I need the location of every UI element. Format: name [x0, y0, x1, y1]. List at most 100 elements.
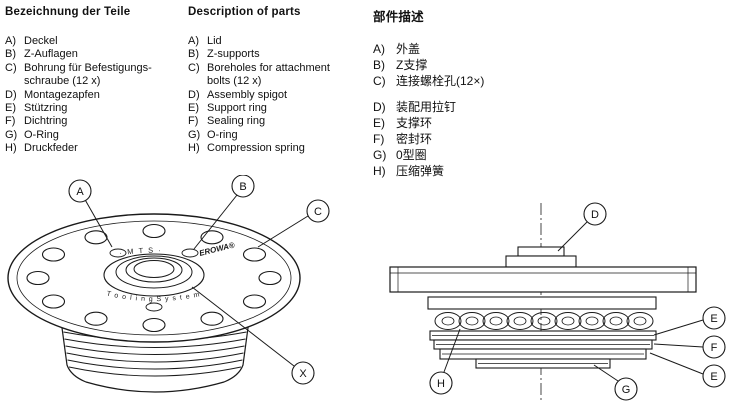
z-supports	[109, 248, 199, 312]
callout-circle-d	[583, 202, 607, 226]
plate-body	[389, 266, 697, 293]
borehole	[41, 294, 66, 309]
part-label: Deckel	[24, 35, 58, 47]
skirt-groove	[66, 352, 244, 363]
intermediate-plate	[427, 296, 657, 310]
part-item: E)Stützring	[5, 102, 183, 115]
spigot-top	[517, 246, 565, 257]
part-label: 连接螺栓孔(12×)	[396, 74, 485, 88]
part-label: Dichtring	[24, 115, 68, 128]
part-item: D)Assembly spigot	[188, 89, 368, 102]
borehole	[41, 247, 66, 262]
leader-x	[191, 286, 295, 367]
part-key: H)	[188, 142, 200, 155]
part-key: B)	[373, 58, 385, 72]
part-label: 密封环	[396, 132, 433, 146]
part-item: C)Bohrung für Befestigungs- schraube (12…	[5, 62, 183, 89]
part-key: A)	[188, 35, 199, 47]
skirt-groove	[65, 345, 245, 355]
part-item: G)O-ring	[188, 129, 368, 142]
spring-coil	[554, 312, 582, 330]
ring-stack	[429, 330, 657, 369]
compression-springs	[434, 312, 654, 330]
part-item: D)Montagezapfen	[5, 89, 183, 102]
part-key: D)	[373, 100, 386, 114]
leader-e-lower	[649, 352, 704, 375]
part-label: Montagezapfen	[24, 88, 100, 101]
spring-coil-inner	[561, 316, 575, 326]
callout-circle-c	[306, 199, 330, 223]
part-item: H)Druckfeder	[5, 142, 183, 155]
parts-column-english: Description of parts A)Lid B)Z-supports …	[188, 6, 368, 156]
part-key: C)	[373, 74, 386, 88]
engraving-top-arc: · M T S ·	[119, 246, 163, 258]
leader-f	[653, 343, 704, 348]
part-label: 装配用拉钉	[396, 100, 457, 114]
part-item: B)Z支撑	[373, 57, 558, 73]
column-heading-german: Bezeichnung der Teile	[5, 6, 131, 18]
callout-circle-b	[231, 175, 255, 198]
part-item: A) Deckel	[5, 35, 183, 48]
part-item: A) Lid	[188, 35, 368, 48]
borehole	[242, 247, 267, 262]
part-label: 外盖	[396, 42, 421, 56]
borehole	[200, 230, 224, 245]
part-key: F)	[188, 115, 199, 128]
spring-coil-inner	[513, 316, 527, 326]
spring-coil	[530, 312, 558, 330]
callout-label-e-lower: E	[710, 371, 717, 383]
callout-label-a: A	[76, 186, 84, 198]
part-label: Compression spring	[207, 142, 305, 155]
assembly-spigot	[505, 246, 577, 268]
part-key: F)	[373, 132, 385, 146]
callout-label-h: H	[437, 378, 445, 390]
parts-column-german: Bezeichnung der Teile A) Deckel B)Z-Aufla…	[5, 6, 183, 156]
spring-coil	[506, 312, 534, 330]
part-label: Z-supports	[207, 48, 260, 61]
part-item: E)支撑环	[373, 115, 558, 131]
part-key: A)	[5, 35, 16, 47]
part-label: Assembly spigot	[207, 88, 288, 101]
spring-coil-inner	[633, 316, 647, 326]
part-item: H)压缩弹簧	[373, 163, 558, 179]
callout-circle-g	[614, 377, 638, 401]
part-key: G)	[188, 128, 201, 141]
part-item: F) Dichtring	[5, 115, 183, 128]
z-support-pad	[181, 248, 199, 258]
part-label: Boreholes for attachment bolts (12 x)	[207, 61, 330, 88]
borehole	[200, 311, 224, 326]
cross-section-drawing: D E F E G H	[389, 202, 726, 402]
part-key: B)	[188, 48, 199, 61]
callouts-right: D E F E G H	[429, 202, 726, 401]
center-boss	[103, 253, 205, 297]
borehole	[142, 223, 166, 239]
lid-rim-line	[16, 220, 292, 336]
part-item: C) 连接螺栓孔(12×)	[373, 73, 558, 89]
part-key: A)	[373, 42, 385, 56]
callout-label-e-upper: E	[710, 313, 717, 325]
skirt-groove	[68, 366, 242, 377]
part-item: B)Z-Auflagen	[5, 48, 183, 61]
part-label: 支撑环	[396, 116, 433, 130]
spring-coil	[458, 312, 486, 330]
part-item: G)0型圈	[373, 147, 558, 163]
spring-coil-inner	[489, 316, 503, 326]
borehole	[84, 311, 108, 326]
leader-e-upper	[653, 319, 704, 336]
leader-lines-right	[443, 221, 704, 382]
spring-coil	[434, 312, 462, 330]
part-key: C)	[188, 61, 200, 74]
part-key: F)	[5, 115, 16, 128]
spigot-base	[505, 255, 577, 268]
skirt-groove	[67, 359, 243, 370]
part-label: Z-Auflagen	[24, 48, 78, 61]
part-label: Support ring	[207, 102, 267, 115]
part-label: Stützring	[24, 102, 68, 115]
leader-a	[85, 200, 113, 248]
callouts-left: A B C X	[68, 175, 330, 385]
part-label: Lid	[207, 35, 222, 47]
leader-g	[593, 364, 619, 382]
spring-coil-inner	[465, 316, 479, 326]
column-heading-english: Description of parts	[188, 6, 301, 18]
callout-circle-e-lower	[702, 364, 726, 388]
